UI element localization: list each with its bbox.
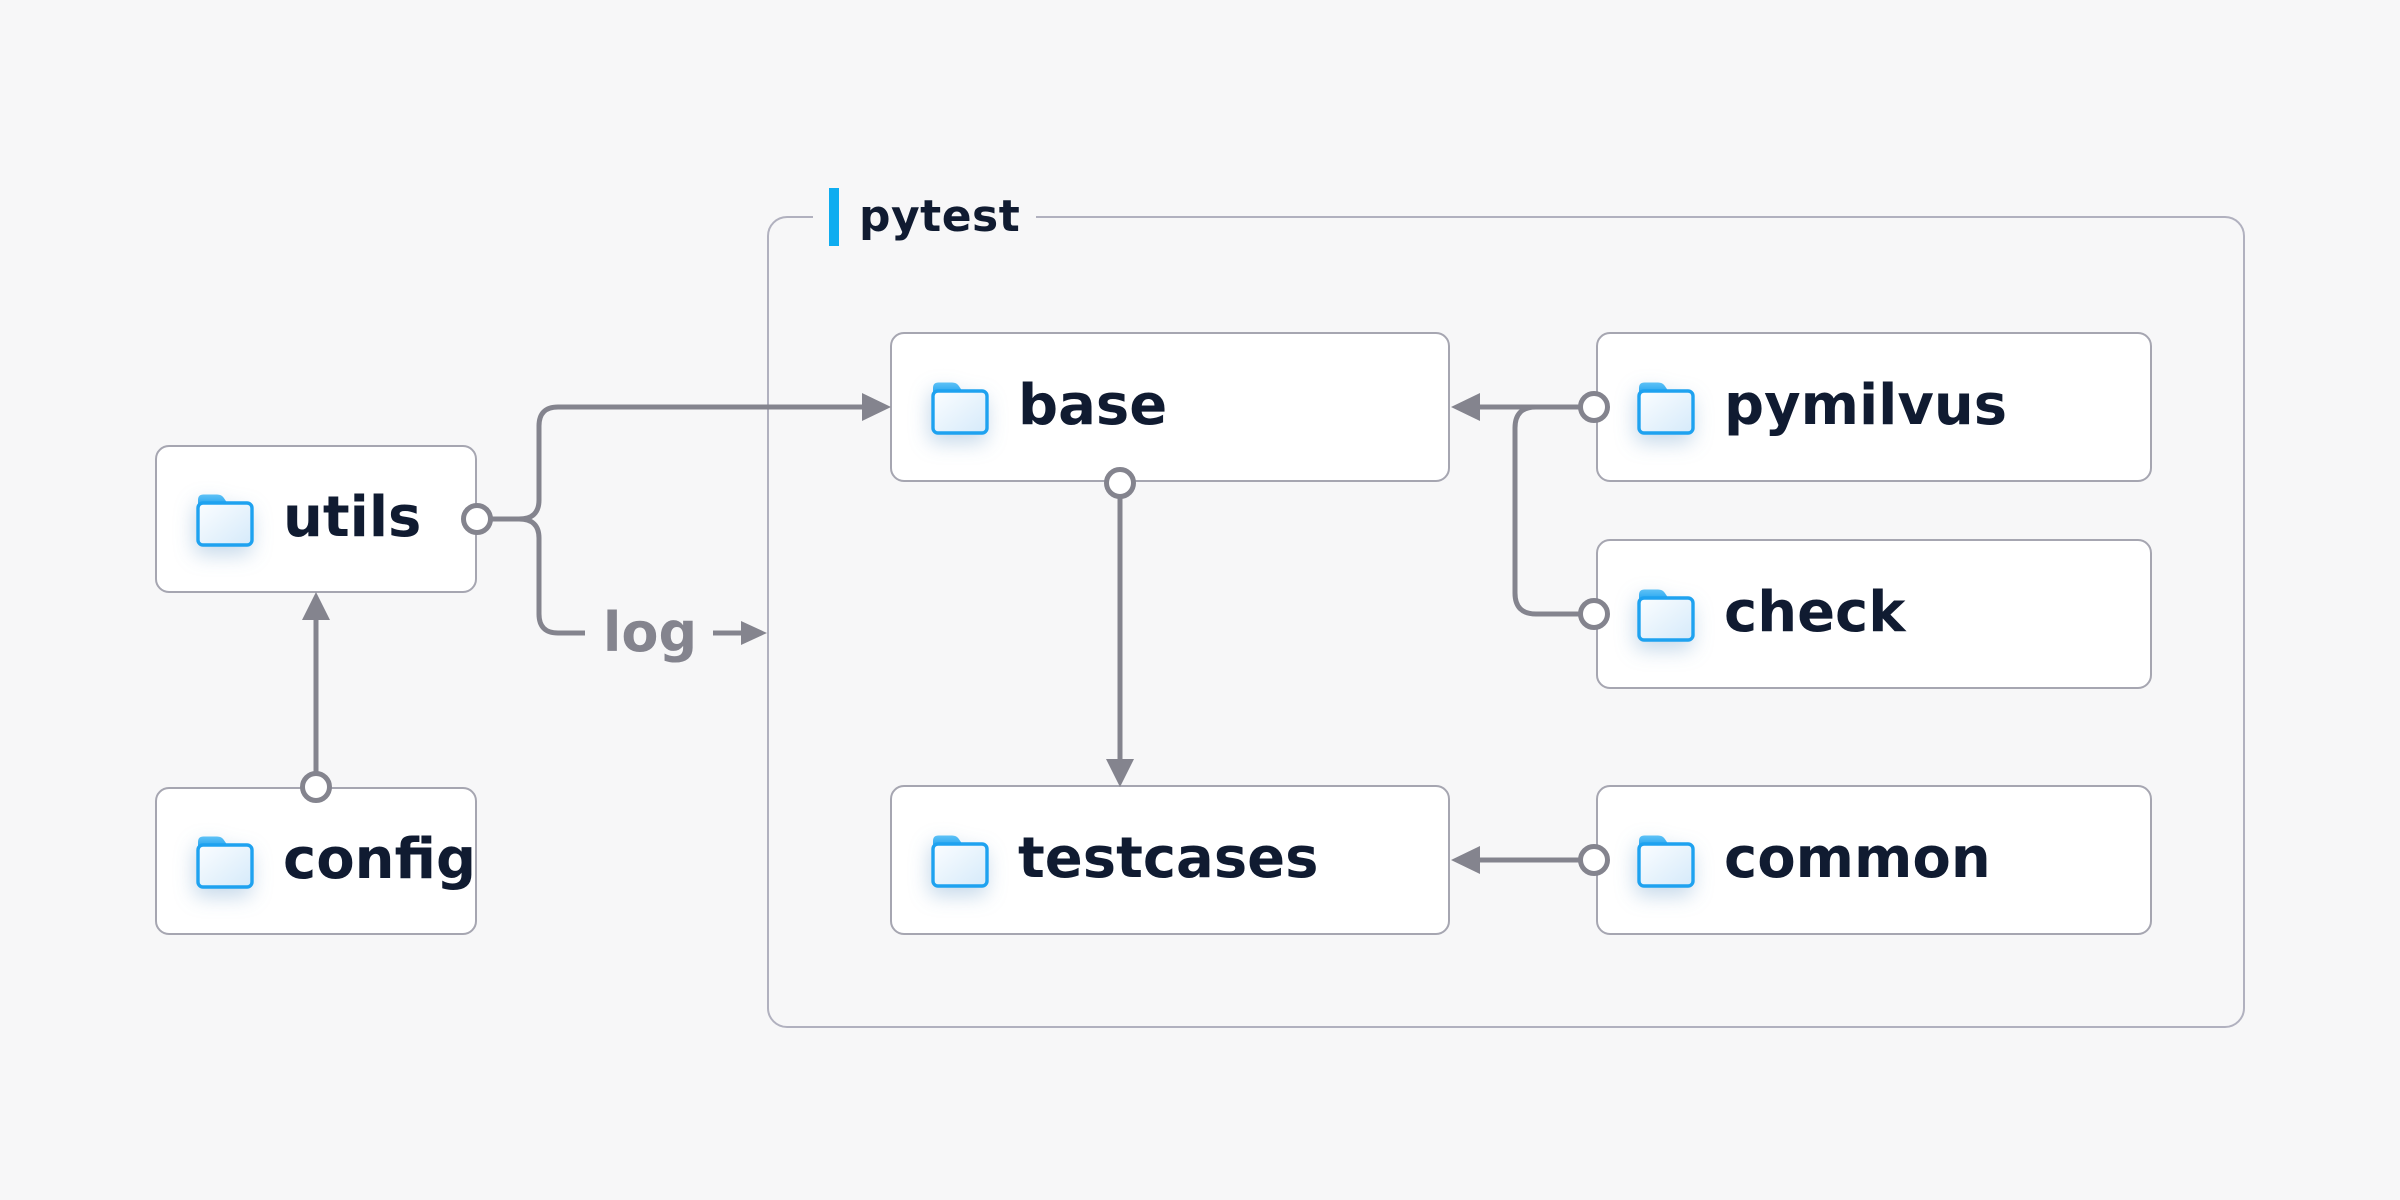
node-pymilvus: pymilvus (1596, 332, 2152, 482)
node-common: common (1596, 785, 2152, 935)
edge-label-log: log (602, 601, 698, 664)
node-config: config (155, 787, 477, 935)
node-label: testcases (1018, 825, 1319, 891)
node-utils: utils (155, 445, 477, 593)
edge-utils-to-log (461, 503, 585, 636)
node-label: common (1724, 825, 1991, 891)
folder-icon (1637, 382, 1695, 435)
folder-icon (196, 836, 254, 889)
pytest-label: pytest (813, 185, 1037, 249)
folder-icon (931, 835, 989, 888)
folder-icon (1637, 589, 1695, 642)
edge-config-to-utils (300, 592, 332, 803)
node-base: base (890, 332, 1450, 482)
log-arrow-icon (713, 621, 767, 645)
node-testcases: testcases (890, 785, 1450, 935)
folder-icon (196, 494, 254, 547)
pytest-container: pytest (767, 185, 2245, 1028)
node-label: check (1724, 579, 1906, 645)
accent-bar-icon (829, 188, 839, 246)
node-label: pymilvus (1724, 372, 2008, 438)
folder-icon (931, 382, 989, 435)
arrowhead-icon (302, 592, 330, 620)
node-check: check (1596, 539, 2152, 689)
folder-icon (1637, 835, 1695, 888)
node-label: utils (283, 484, 422, 550)
pytest-label-text: pytest (859, 191, 1021, 242)
node-label: config (283, 826, 477, 892)
arrowhead-icon (741, 621, 767, 645)
node-label: base (1018, 372, 1168, 438)
